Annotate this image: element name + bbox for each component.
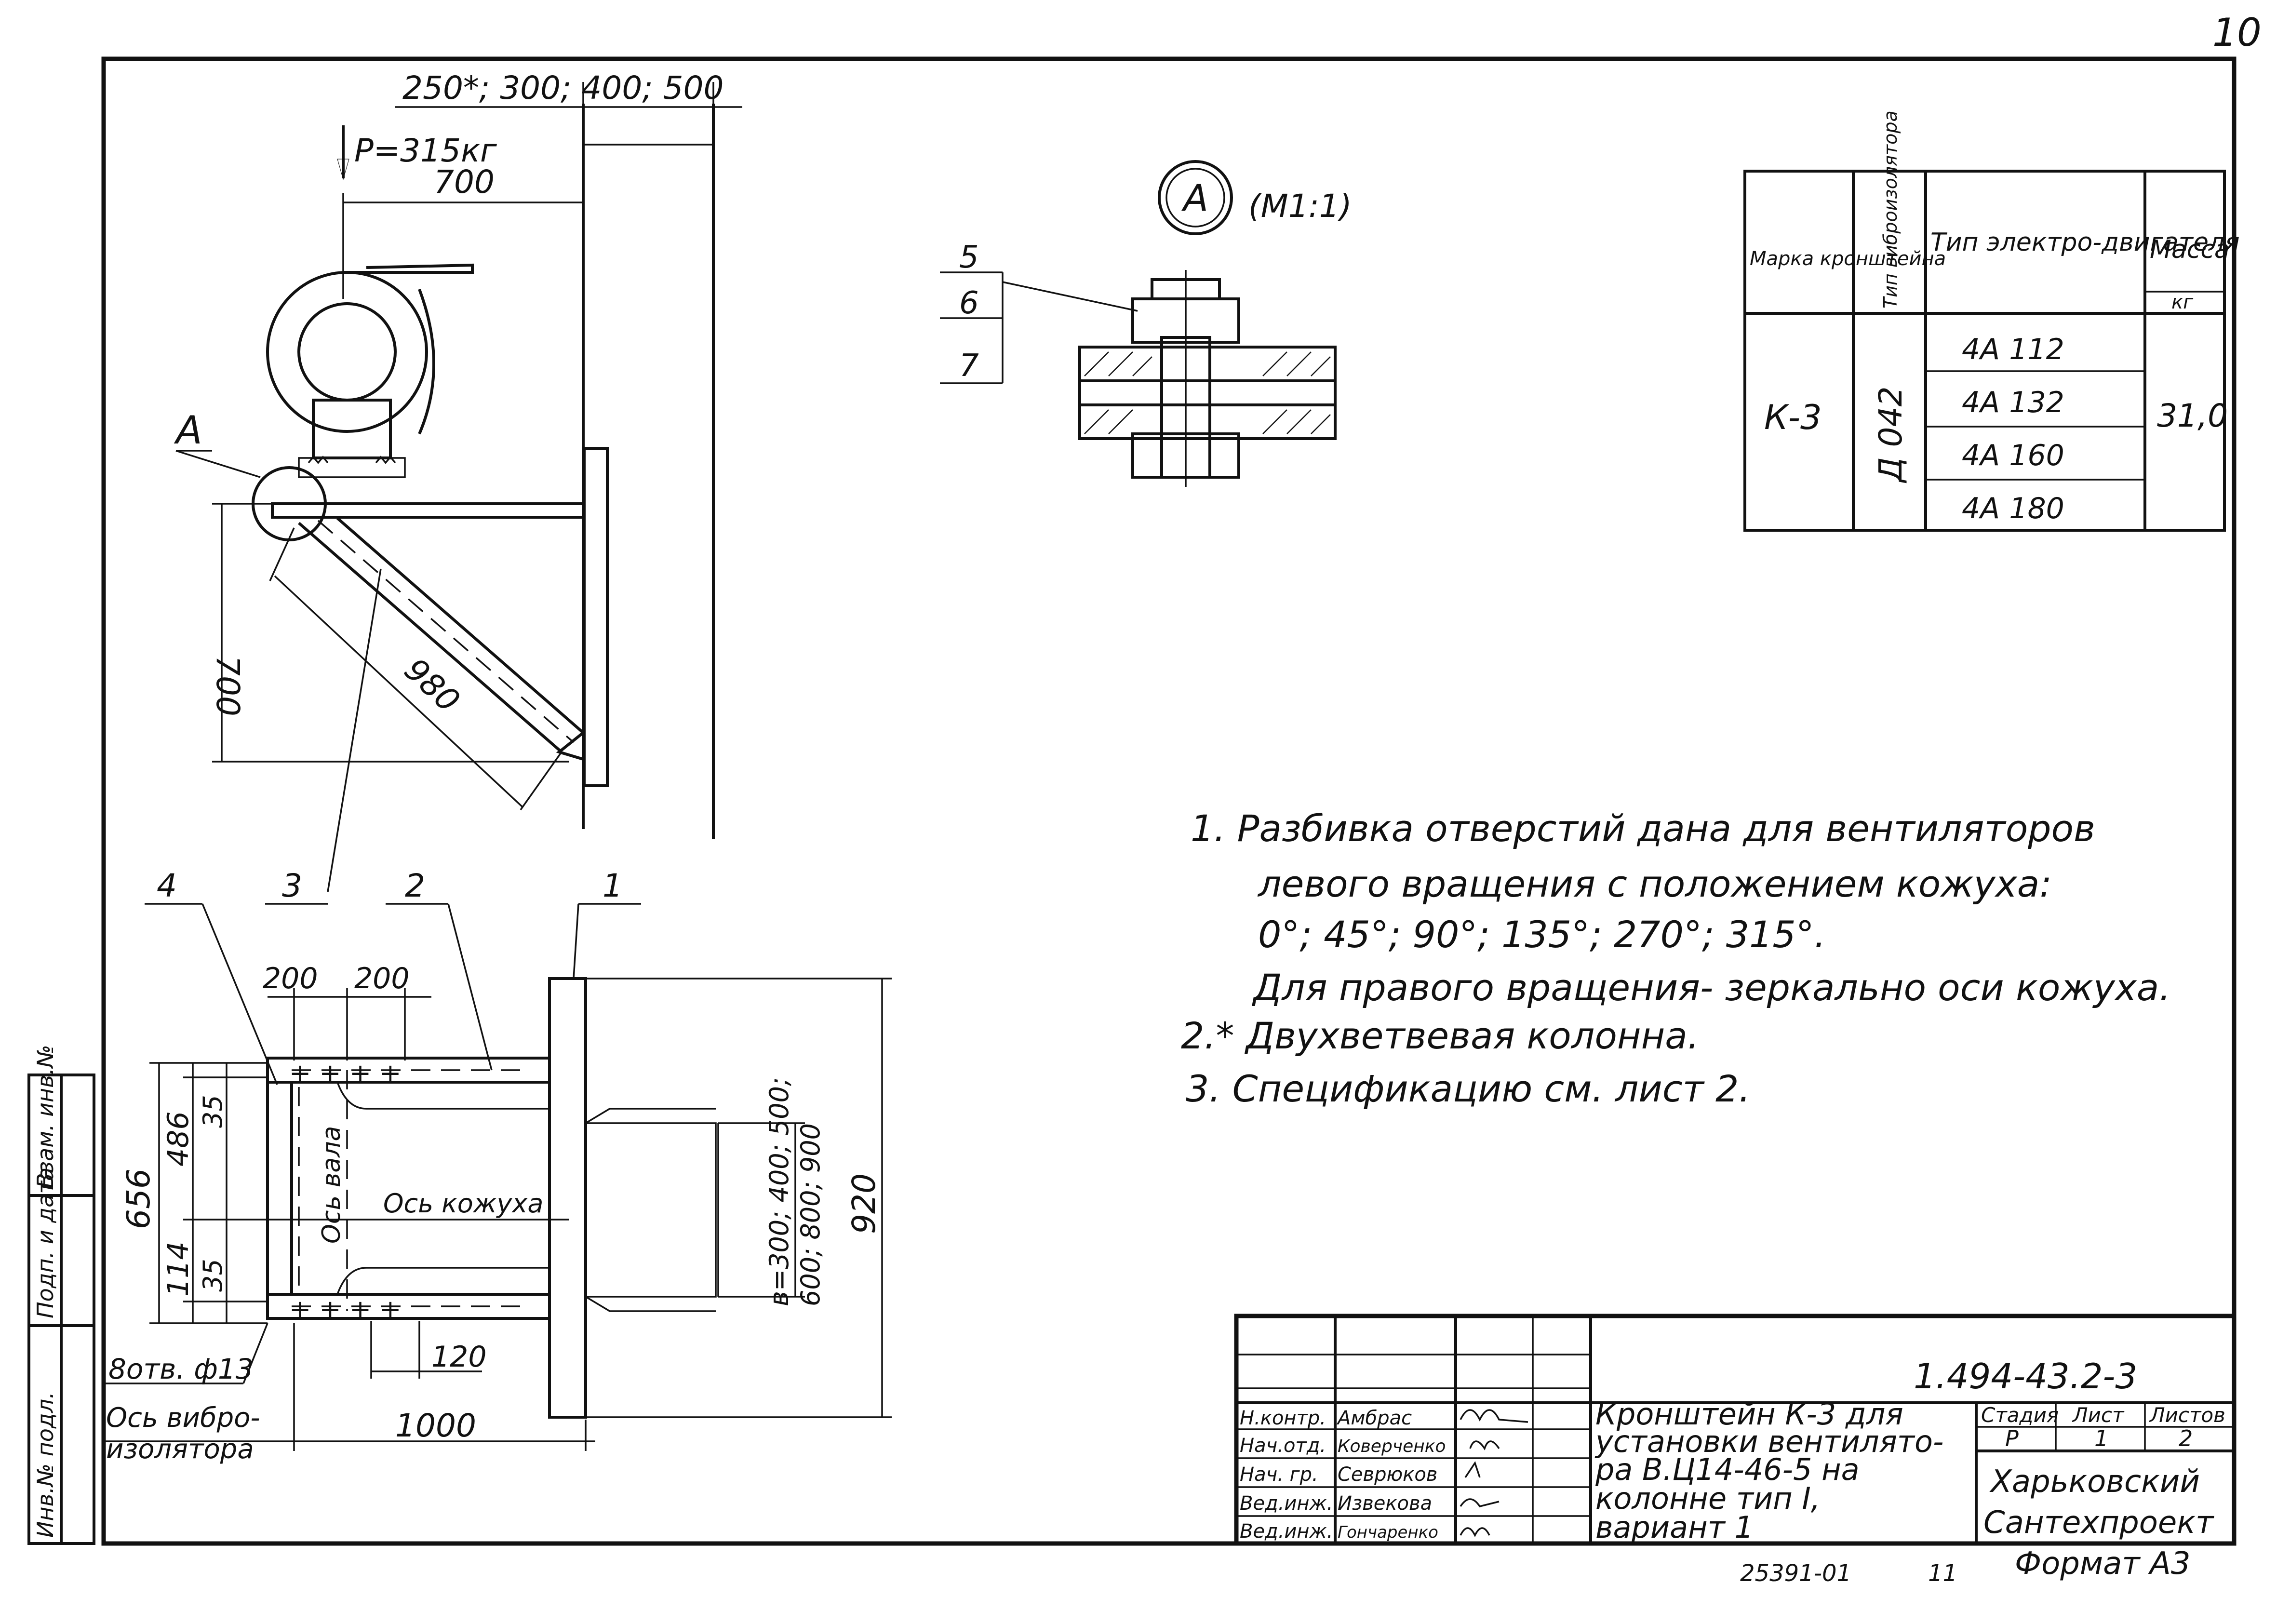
name-2: Коверченко <box>1338 1436 1446 1456</box>
org-line-2: Сантехпроект <box>1983 1505 2214 1541</box>
note-line-6: 3. Спецификацию см. лист 2. <box>1186 1067 1751 1110</box>
role-1: Н.контр. <box>1240 1407 1326 1429</box>
table-motor-2: 4А 132 <box>1962 386 2064 419</box>
main-elevation-view: 250*; 300; 400; 500 P=315кг 700 А <box>174 69 742 892</box>
table-motor-4: 4А 180 <box>1962 492 2064 525</box>
dim-200-b: 200 <box>354 962 410 995</box>
stage-label: Стадия <box>1981 1403 2059 1427</box>
note-line-1: 1. Разбивка отверстий дана для вентилято… <box>1191 807 2095 850</box>
dim-35-bottom: 35 <box>198 1259 228 1292</box>
plan-item-2: 2 <box>405 867 425 904</box>
dim-35-top: 35 <box>198 1095 228 1128</box>
doc-number: 1.494-43.2-3 <box>1914 1356 2137 1396</box>
dim-486: 486 <box>161 1111 195 1167</box>
name-1: Амбрас <box>1336 1407 1412 1429</box>
side-stamp: Инв.№ подл. Подп. и дата Взам. инв.№ <box>27 1045 95 1545</box>
table-bracket: К-3 <box>1764 398 1822 437</box>
table-header-bracket: Марка кронштейна <box>1750 248 1946 270</box>
title-line-1: Кронштейн К-3 для <box>1595 1396 1903 1432</box>
sheet-label: Лист <box>2072 1403 2125 1427</box>
name-5: Гончаренко <box>1338 1523 1438 1542</box>
dim-656: 656 <box>120 1168 157 1229</box>
title-line-3: ра В.Ц14-46-5 на <box>1595 1452 1860 1487</box>
footer-copy: 11 <box>1928 1560 1957 1587</box>
table-motor-1: 4А 112 <box>1962 333 2064 366</box>
footer-code: 25391-01 <box>1740 1560 1851 1587</box>
role-4: Вед.инж. <box>1240 1492 1333 1515</box>
plan-item-3: 3 <box>282 867 302 904</box>
stage-value: Р <box>2005 1425 2019 1451</box>
detail-item-7: 7 <box>959 348 979 384</box>
axis-shaft-label: Ось вала <box>317 1126 346 1244</box>
dim-700-vertical: 700 <box>209 656 246 716</box>
dim-b-values-2: 600; 800; 900 <box>795 1123 826 1306</box>
load-label: P=315кг <box>354 132 497 169</box>
title-line-2: установки вентилято- <box>1594 1424 1943 1459</box>
spec-table: Марка кронштейна Тип виброизолятора Тип … <box>1743 110 2240 532</box>
table-header-mass: Масса <box>2150 235 2230 264</box>
dim-114: 114 <box>161 1241 195 1297</box>
name-4: Извекова <box>1338 1492 1432 1515</box>
side-stamp-replace: Взам. инв.№ <box>32 1045 58 1188</box>
dim-1000: 1000 <box>395 1407 476 1444</box>
axis-vibro-label-2: изолятора <box>106 1434 254 1465</box>
role-2: Нач.отд. <box>1240 1435 1326 1457</box>
side-stamp-sign: Подп. и дата <box>32 1168 58 1318</box>
dim-920: 920 <box>845 1173 883 1234</box>
svg-text:+ + + +: + + + + <box>289 1294 401 1325</box>
notes: 1. Разбивка отверстий дана для вентилято… <box>1181 807 2171 1110</box>
sheets-value: 2 <box>2179 1425 2193 1451</box>
axis-vibro-label-1: Ось вибро- <box>106 1402 260 1434</box>
dim-b-values: в=300; 400; 500; <box>764 1077 794 1306</box>
role-5: Вед.инж. <box>1240 1520 1333 1543</box>
table-mass: 31,0 <box>2157 397 2228 434</box>
side-stamp-inv: Инв.№ подл. <box>32 1392 58 1538</box>
table-isolator: Д 042 <box>1872 386 1909 483</box>
svg-text:+ + + +: + + + + <box>289 1058 401 1088</box>
note-line-2: левого вращения с положением кожуха: <box>1257 862 2052 905</box>
table-mass-unit: кг <box>2171 291 2194 313</box>
note-line-5: 2.* Двухветвевая колонна. <box>1181 1014 1699 1057</box>
footer-format: Формат А3 <box>2015 1546 2191 1582</box>
detail-item-5: 5 <box>959 240 979 275</box>
note-line-3: 0°; 45°; 90°; 135°; 270°; 315°. <box>1258 913 1826 956</box>
sheets-label: Листов <box>2149 1403 2225 1427</box>
detail-a-scale: (М1:1) <box>1248 188 1352 225</box>
detail-item-6: 6 <box>959 285 979 321</box>
plan-item-1: 1 <box>603 867 623 904</box>
sheet-value: 1 <box>2094 1425 2108 1451</box>
axis-casing-label: Ось кожуха <box>383 1188 544 1219</box>
title-block: 1.494-43.2-3 Н.контр. Нач.отд. Нач. гр. … <box>1234 1314 2237 1546</box>
dim-top-column-width: 250*; 300; 400; 500 <box>402 69 724 107</box>
drawing-frame <box>101 56 2237 1546</box>
title-line-5: вариант 1 <box>1595 1510 1754 1545</box>
note-line-4: Для правого вращения- зеркально оси кожу… <box>1252 966 2171 1009</box>
callout-a: А <box>174 408 202 453</box>
signature-marks <box>1460 1409 1528 1537</box>
dim-200-a: 200 <box>263 962 318 995</box>
page-number: 10 <box>2212 10 2262 55</box>
detail-a-view: А (М1:1) 5 6 7 <box>940 160 1352 487</box>
table-motor-3: 4А 160 <box>1962 439 2064 472</box>
role-3: Нач. гр. <box>1240 1463 1318 1486</box>
plan-item-4: 4 <box>157 867 177 904</box>
table-header-motor: Тип электро-двигателя <box>1930 228 2240 257</box>
table-header-isolator: Тип виброизолятора <box>1880 110 1901 309</box>
dim-120: 120 <box>431 1340 487 1374</box>
title-line-4: колонне тип I, <box>1595 1481 1821 1516</box>
dim-700-horizontal: 700 <box>434 163 495 201</box>
detail-a-label: А <box>1181 176 1208 219</box>
org-line-1: Харьковский <box>1989 1464 2200 1500</box>
name-3: Севрюков <box>1338 1463 1437 1486</box>
plan-view: 4 3 2 1 + + + + + + + + 200 200 <box>104 867 892 1465</box>
holes-label: 8отв. ф13 <box>108 1353 254 1385</box>
